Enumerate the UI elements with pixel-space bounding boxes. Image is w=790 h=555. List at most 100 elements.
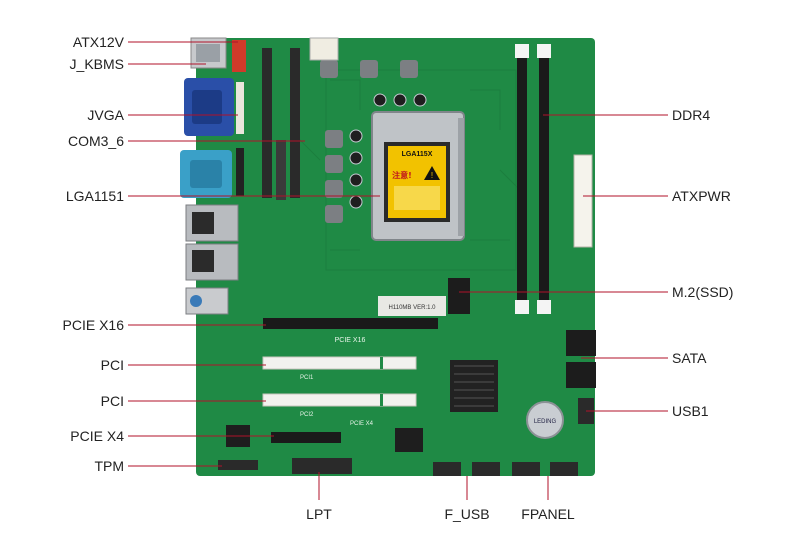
lan-port-1	[192, 212, 214, 234]
audio-jack-hole	[190, 295, 202, 307]
tpm-header	[218, 460, 258, 470]
leader-lines	[128, 41, 668, 500]
vrm	[320, 60, 427, 223]
choke	[325, 205, 343, 223]
ddr4-latch	[537, 44, 551, 58]
ddr4-slot-1	[517, 50, 527, 314]
vga-header	[236, 82, 244, 134]
m2-label	[378, 296, 446, 316]
lan-port-2	[192, 250, 214, 272]
ddr4-slot-2	[539, 50, 549, 314]
ddr4-slots	[515, 44, 551, 314]
label-pci-1: PCI	[100, 357, 124, 373]
com-headers	[236, 148, 244, 196]
capacitor	[373, 93, 387, 107]
label-lga1151: LGA1151	[65, 188, 124, 204]
socket-label: LGA115X	[402, 151, 433, 158]
sata-port-1	[566, 330, 596, 356]
label-atx12v: ATX12V	[72, 34, 124, 50]
f-usb-headers	[433, 462, 500, 476]
sata-ports	[566, 330, 596, 388]
ddr4-latch	[537, 300, 551, 314]
capacitor	[413, 93, 427, 107]
cmos-battery: LEDING	[526, 401, 564, 439]
fpanel-header-1	[512, 462, 540, 476]
cpu-socket: LGA115X 注意! !	[371, 111, 465, 241]
label-sata: SATA	[672, 350, 707, 366]
choke	[325, 155, 343, 173]
ddr4-latch	[515, 44, 529, 58]
label-m2-ssd: M.2(SSD)	[672, 284, 734, 300]
capacitor	[349, 129, 363, 143]
pcie-x4-slot: PCIE X4	[271, 421, 374, 443]
model-silk: H110MB VER:1.0	[389, 305, 437, 311]
super-io-chip	[395, 428, 423, 452]
fpanel-header-2	[550, 462, 578, 476]
m2-slot: H110MB VER:1.0	[378, 278, 470, 316]
label-pcie-x4: PCIE X4	[70, 428, 124, 444]
pcie-x4	[271, 432, 341, 443]
label-usb1: USB1	[672, 403, 709, 419]
pci-slots: PCI1 PCI2	[262, 356, 417, 418]
capacitor	[349, 173, 363, 187]
label-tpm: TPM	[94, 458, 124, 474]
label-lpt: LPT	[306, 506, 332, 522]
pcie-silk: PCIE X16	[335, 337, 366, 344]
choke	[400, 60, 418, 78]
header-strip-1	[262, 48, 272, 198]
capacitor	[349, 195, 363, 209]
ddr4-latch	[515, 300, 529, 314]
choke	[325, 180, 343, 198]
label-ddr4: DDR4	[672, 107, 711, 123]
warning-title: 注意!	[392, 170, 412, 180]
atx12v-connector	[232, 40, 246, 72]
com-port-face	[190, 160, 222, 188]
pci-slot-1	[262, 356, 417, 370]
choke	[320, 60, 338, 78]
label-jvga: JVGA	[87, 107, 124, 123]
f-usb-header-1	[433, 462, 461, 476]
m2-connector	[448, 278, 470, 314]
f-usb-header-2	[472, 462, 500, 476]
battery-silk: LEDING	[534, 419, 557, 425]
pci-silk-2: PCI2	[300, 412, 314, 418]
rear-io	[180, 37, 246, 315]
atx12v-header	[309, 37, 339, 61]
fpanel-headers	[512, 462, 578, 476]
label-f-usb: F_USB	[444, 506, 490, 522]
pcie-x16-slot: PCIE X16	[263, 318, 438, 344]
heatsink	[450, 360, 498, 412]
choke	[360, 60, 378, 78]
header-strip-3	[276, 140, 286, 200]
chipset-heatsink	[450, 360, 498, 412]
pcie4-silk: PCIE X4	[350, 421, 374, 427]
battery	[526, 401, 564, 439]
pci-slot-2-key	[380, 394, 383, 406]
header-strip-2	[290, 48, 300, 198]
label-pci-2: PCI	[100, 393, 124, 409]
label-atxpwr: ATXPWR	[672, 188, 731, 204]
vga-port-face	[192, 90, 222, 124]
socket-lever	[458, 118, 464, 236]
heatsink-fins	[454, 365, 494, 407]
lpt-header	[292, 458, 352, 474]
atx-power-connector	[573, 154, 593, 248]
pci-silk-1: PCI1	[300, 375, 314, 381]
capacitor	[349, 151, 363, 165]
label-com3-6: COM3_6	[67, 133, 124, 149]
choke	[325, 130, 343, 148]
warning-icon-mark: !	[431, 171, 433, 180]
pci-slot-2	[262, 393, 417, 407]
pci-slot-1-key	[380, 357, 383, 369]
warning-text-lines	[394, 186, 440, 210]
atx-power	[573, 154, 593, 248]
label-pcie-x16: PCIE X16	[62, 317, 124, 333]
kbms-port-inner	[196, 44, 220, 62]
capacitor	[393, 93, 407, 107]
sata-port-2	[566, 362, 596, 388]
pcie-x16	[263, 318, 438, 329]
warning-icon	[424, 166, 440, 180]
label-fpanel: FPANEL	[521, 506, 575, 522]
com-header-column	[262, 48, 300, 200]
